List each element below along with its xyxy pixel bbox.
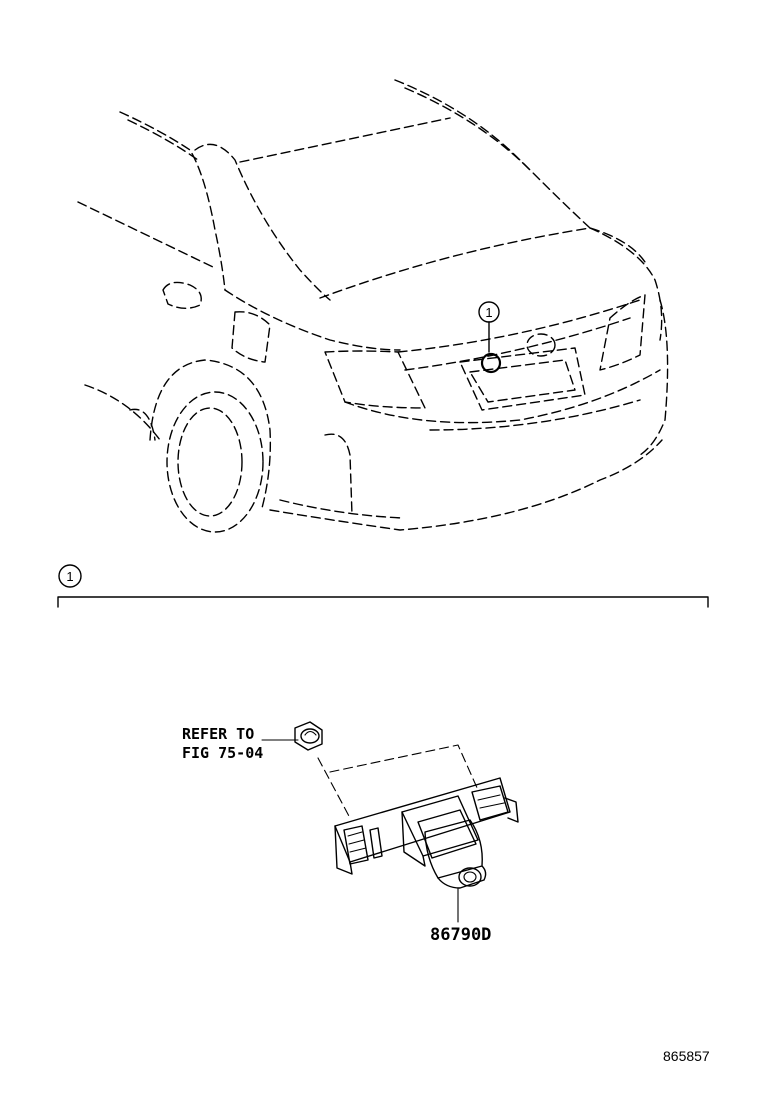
refer-to-line2[interactable]: FIG 75-04 — [182, 744, 263, 762]
figure-id: 865857 — [663, 1048, 710, 1064]
callout-label: 1 — [485, 305, 492, 320]
callout-1[interactable]: 1 — [478, 301, 502, 374]
nut-icon — [294, 721, 323, 751]
section-marker-label: 1 — [66, 569, 73, 584]
car-rear-icon — [77, 79, 669, 533]
section-bracket — [57, 596, 709, 608]
part-number-label[interactable]: 86790D — [430, 925, 491, 945]
section-marker: 1 — [58, 564, 82, 588]
rear-camera-icon — [334, 777, 519, 889]
refer-to-line1[interactable]: REFER TO — [182, 725, 254, 743]
